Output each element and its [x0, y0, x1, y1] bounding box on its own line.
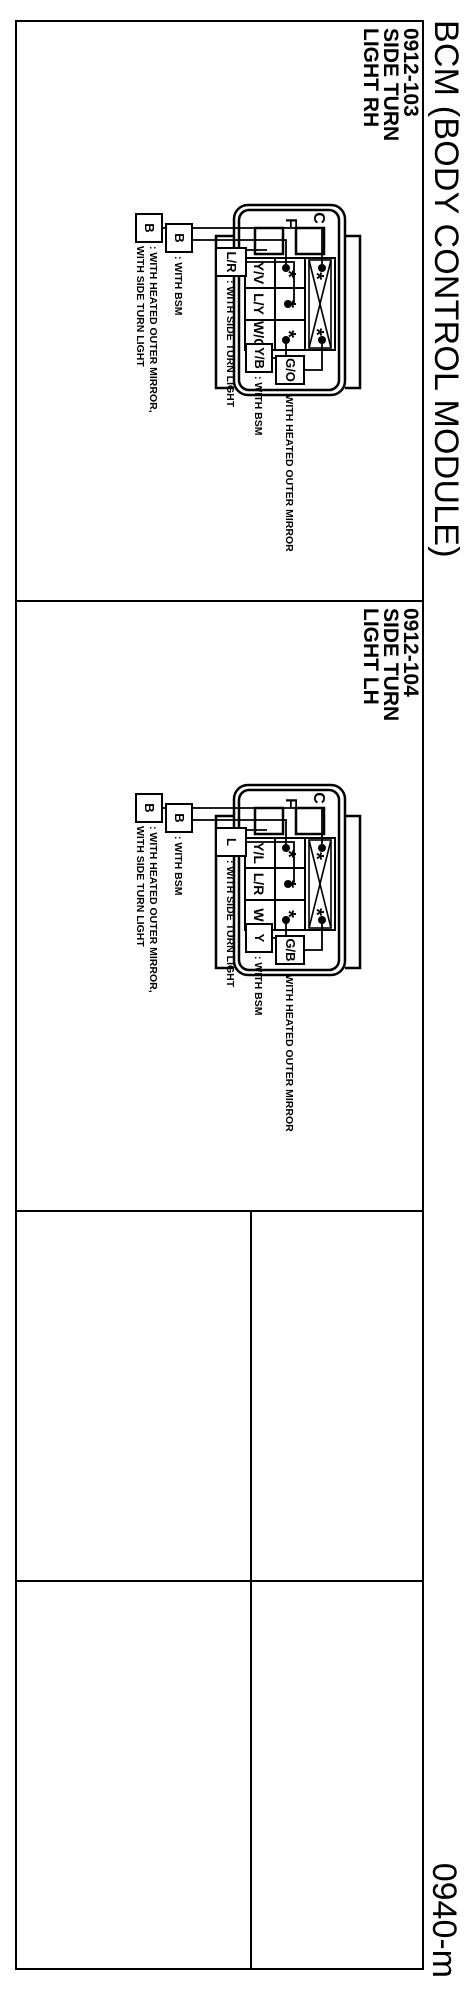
- cell-wire-color: L/R: [251, 873, 267, 896]
- cell-star: *: [277, 910, 299, 918]
- pin-letter: C: [310, 792, 327, 804]
- wire-color: B: [142, 803, 157, 812]
- wire-junctions: [282, 844, 326, 924]
- wire-color: L/R: [224, 252, 239, 274]
- cell-labels: * * * * * Y/V L/Y W/G: [251, 262, 327, 349]
- wire-color: B: [172, 813, 187, 822]
- cell-wire-color: Y/V: [251, 262, 267, 285]
- wire-note: : WITH BSM: [172, 836, 184, 896]
- panel-divider: [17, 1210, 422, 1212]
- wire-note: : WITH BSM: [252, 956, 264, 1016]
- wire-color: Y: [252, 934, 267, 943]
- connector-diagram: * * * * * Y/L L/R W C F D: [134, 783, 362, 1132]
- wire-note: : WITH HEATED OUTER MIRROR: [283, 968, 295, 1132]
- wire-color-labels: G/B Y L B B: [142, 803, 298, 961]
- wire-note: : WITH BSM: [172, 256, 184, 316]
- cell-star: *: [305, 852, 327, 860]
- wires: [162, 807, 323, 951]
- connector-housing: [214, 203, 362, 397]
- cell-star: *: [305, 328, 327, 336]
- wire-note: : WITH HEATED OUTER MIRROR,: [147, 826, 159, 993]
- wire-note: : WITH HEATED OUTER MIRROR: [283, 388, 295, 552]
- wire-notes: : WITH HEATED OUTER MIRROR : WITH BSM : …: [134, 246, 295, 552]
- pin-letter: C: [310, 212, 327, 224]
- cell-star: *: [277, 850, 299, 858]
- wire-color: G/B: [283, 938, 298, 961]
- cell-wire-color: W/G: [251, 321, 267, 349]
- wire-note: : WITH SIDE TURN LIGHT: [224, 860, 236, 988]
- cell-wire-color: L/Y: [251, 293, 267, 315]
- wire-note: : WITH SIDE TURN LIGHT: [224, 280, 236, 408]
- wire-color: L: [224, 838, 239, 846]
- empty-grid-divider: [17, 1580, 422, 1582]
- cell-star: *: [305, 908, 327, 916]
- wire-color: B: [142, 223, 157, 232]
- connector-diagram: * * * * * Y/V L/Y W/G C F D: [134, 203, 362, 552]
- wire-boxes: [135, 213, 305, 385]
- wire-color: Y/B: [252, 347, 267, 369]
- wire-note: : WITH HEATED OUTER MIRROR,: [147, 246, 159, 413]
- lock-tab: [308, 839, 332, 929]
- wire-note: WITH SIDE TURN LIGHT: [134, 826, 146, 947]
- lock-tab: [308, 259, 332, 349]
- wire-notes: : WITH HEATED OUTER MIRROR : WITH BSM : …: [134, 826, 295, 1132]
- cell-star: *: [277, 330, 299, 338]
- pin-letter: F: [282, 218, 299, 228]
- wire-color-labels: G/O Y/B L/R B B: [142, 223, 298, 382]
- wire-boxes: [135, 793, 305, 965]
- cell-star: *: [277, 270, 299, 278]
- pin-letter: F: [282, 798, 299, 808]
- empty-grid-line: [250, 1210, 252, 1970]
- wire-note: WITH SIDE TURN LIGHT: [134, 246, 146, 367]
- cell-star: *: [305, 272, 327, 280]
- page-title: BCM (BODY CONTROL MODULE): [427, 20, 465, 558]
- cell-wire-color: W: [251, 908, 267, 922]
- cell-wire-color: Y/L: [251, 842, 267, 864]
- wire-color: G/O: [283, 358, 298, 382]
- page-code: 0940-m: [425, 1862, 463, 1978]
- wire-note: : WITH BSM: [252, 376, 264, 436]
- wire-junctions: [282, 264, 326, 344]
- wire-color: B: [172, 233, 187, 242]
